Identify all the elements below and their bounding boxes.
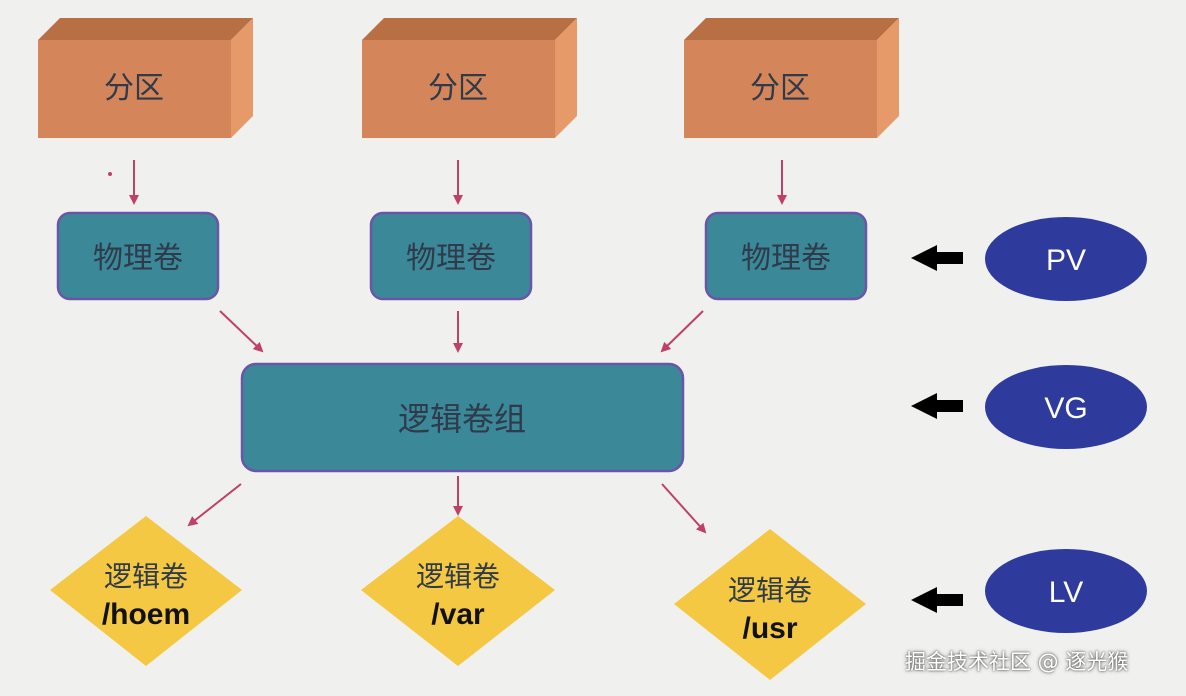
physical-volume-label: 物理卷 bbox=[741, 241, 831, 276]
left-arrow-icon bbox=[911, 245, 963, 271]
watermark: 掘金技术社区 @ 逐光猴 bbox=[905, 650, 1129, 674]
logical-volume-label: 逻辑卷 bbox=[416, 560, 500, 593]
physical-volume-label: 物理卷 bbox=[93, 241, 183, 276]
logical-volume-path: /hoem bbox=[102, 598, 190, 631]
volume-group-box: 逻辑卷组 bbox=[240, 362, 685, 473]
physical-volume-box-2: 物理卷 bbox=[369, 211, 533, 301]
logical-volume-label: 逻辑卷 bbox=[728, 574, 812, 607]
legend-lv-label: LV bbox=[1049, 576, 1083, 609]
arrow-vg-to-lv-3 bbox=[661, 483, 707, 534]
left-arrow-icon bbox=[911, 587, 963, 613]
logical-volume-path: /var bbox=[431, 598, 485, 631]
stray-dot bbox=[108, 172, 112, 176]
arrow-pv-to-vg-3 bbox=[660, 310, 704, 353]
partition-label: 分区 bbox=[104, 71, 164, 106]
physical-volume-label: 物理卷 bbox=[406, 241, 496, 276]
physical-volume-box-3: 物理卷 bbox=[704, 211, 868, 301]
partition-box-1: 分区 bbox=[38, 18, 253, 138]
arrow-pv-to-vg-1 bbox=[219, 310, 264, 353]
legend-pv: PV bbox=[911, 217, 1147, 301]
logical-volume-diamond-2: 逻辑卷 /var bbox=[361, 516, 555, 666]
partition-label: 分区 bbox=[750, 71, 810, 106]
legend-pv-label: PV bbox=[1046, 244, 1086, 277]
partition-box-2: 分区 bbox=[362, 18, 577, 138]
logical-volume-label: 逻辑卷 bbox=[104, 560, 188, 593]
partition-label: 分区 bbox=[428, 71, 488, 106]
arrow-vg-to-lv-1 bbox=[187, 483, 242, 527]
volume-group-label: 逻辑卷组 bbox=[398, 400, 526, 438]
physical-volume-box-1: 物理卷 bbox=[56, 211, 220, 301]
legend-vg: VG bbox=[911, 365, 1147, 449]
legend-lv: LV bbox=[911, 549, 1147, 633]
logical-volume-path: /usr bbox=[742, 612, 797, 645]
logical-volume-diamond-1: 逻辑卷 /hoem bbox=[50, 516, 242, 666]
logical-volume-diamond-3: 逻辑卷 /usr bbox=[674, 529, 866, 680]
left-arrow-icon bbox=[911, 393, 963, 419]
partition-box-3: 分区 bbox=[684, 18, 899, 138]
legend-vg-label: VG bbox=[1044, 392, 1087, 425]
